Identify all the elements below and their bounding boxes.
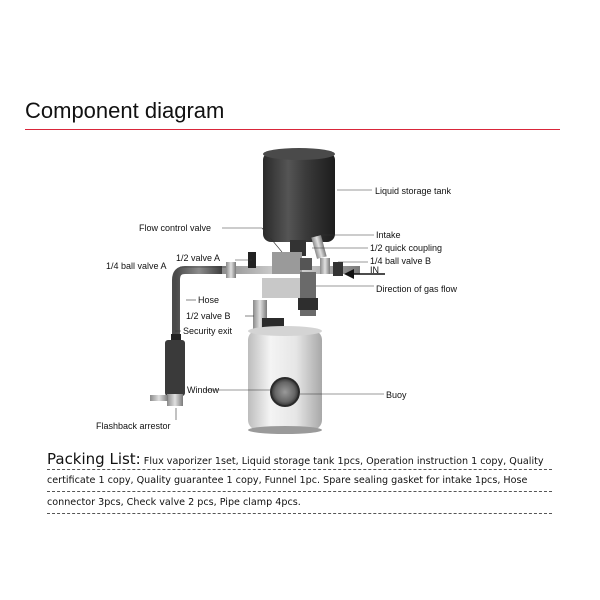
label-security-exit: Security exit	[183, 326, 233, 336]
label-half-valve-b: 1/2 valve B	[186, 311, 231, 321]
label-quick-coupling: 1/2 quick coupling	[370, 243, 442, 253]
page-title: Component diagram	[25, 98, 225, 123]
label-buoy: Buoy	[386, 390, 407, 400]
packing-list: Packing List: Flux vaporizer 1set, Liqui…	[47, 448, 552, 514]
packing-line-3: connector 3pcs, Check valve 2 pcs, Pipe …	[47, 492, 552, 514]
label-half-valve-a: 1/2 valve A	[176, 253, 220, 263]
hose-clamp	[171, 334, 181, 342]
title-divider	[25, 129, 560, 130]
label-in: IN	[370, 265, 379, 275]
label-intake: Intake	[376, 230, 401, 240]
label-quarter-ball-valve-b: 1/4 ball valve B	[370, 256, 431, 266]
label-window: Window	[187, 385, 220, 395]
label-quarter-ball-valve-a: 1/4 ball valve A	[106, 261, 167, 271]
label-hose: Hose	[198, 295, 219, 305]
valve-manifold	[220, 252, 360, 316]
leader-lines	[175, 189, 384, 420]
packing-line-2: certificate 1 copy, Quality guarantee 1 …	[47, 470, 552, 492]
flashback-arrestor	[150, 340, 185, 406]
hose	[172, 266, 222, 338]
component-diagram: Liquid storage tank Flow control valve I…	[96, 148, 458, 434]
packing-line-1: Packing List: Flux vaporizer 1set, Liqui…	[47, 448, 552, 470]
label-direction-of-gas-flow: Direction of gas flow	[376, 284, 458, 294]
label-flow-control-valve: Flow control valve	[139, 223, 211, 233]
packing-list-title: Packing List:	[47, 450, 141, 468]
gas-flow-arrow	[344, 269, 385, 279]
label-liquid-storage-tank: Liquid storage tank	[375, 186, 452, 196]
packing-text-1: Flux vaporizer 1set, Liquid storage tank…	[140, 456, 544, 467]
liquid-storage-tank	[263, 148, 335, 259]
label-flashback-arrestor: Flashback arrestor	[96, 421, 171, 431]
window-sight-glass	[270, 377, 300, 407]
